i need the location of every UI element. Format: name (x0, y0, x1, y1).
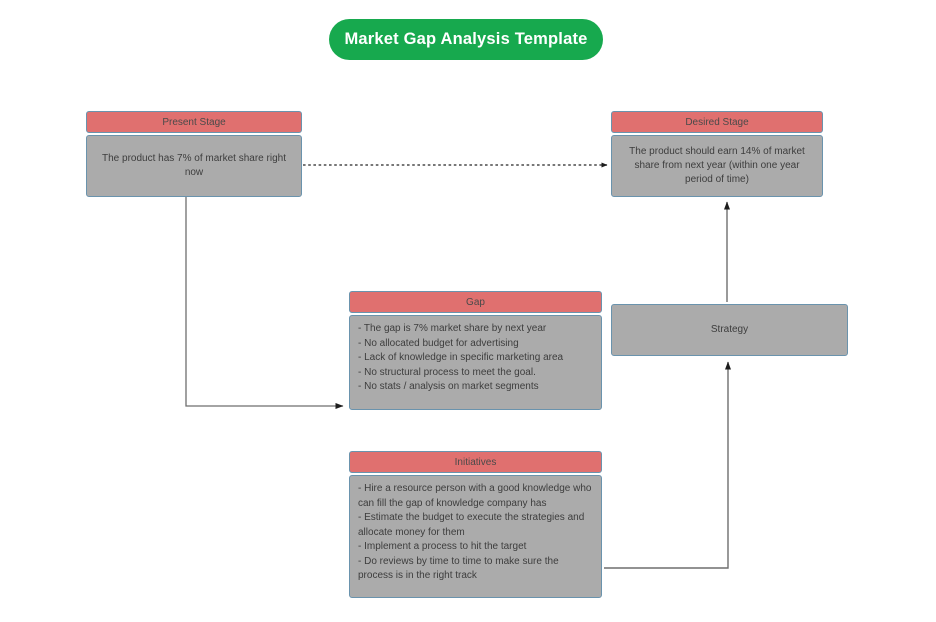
node-present-stage-body: The product has 7% of market share right… (86, 135, 302, 197)
list-item: - Estimate the budget to execute the str… (358, 512, 585, 538)
connector-initiatives-to-strategy (604, 361, 731, 569)
node-initiatives-body: - Hire a resource person with a good kno… (349, 475, 602, 598)
node-initiatives-list: - Hire a resource person with a good kno… (358, 482, 593, 584)
node-desired-stage[interactable]: Desired Stage The product should earn 14… (611, 111, 823, 197)
node-gap-list: - The gap is 7% market share by next yea… (358, 322, 593, 395)
node-gap-title: Gap (466, 296, 485, 308)
node-strategy-label: Strategy (710, 324, 749, 335)
node-desired-stage-header: Desired Stage (611, 111, 823, 133)
node-initiatives-header: Initiatives (349, 451, 602, 473)
node-strategy[interactable]: Strategy (611, 304, 848, 356)
list-item: - The gap is 7% market share by next yea… (358, 323, 547, 334)
list-item: - No stats / analysis on market segments (358, 381, 539, 392)
node-gap[interactable]: Gap - The gap is 7% market share by next… (349, 291, 602, 410)
node-gap-body: - The gap is 7% market share by next yea… (349, 315, 602, 410)
node-desired-stage-title: Desired Stage (685, 116, 749, 128)
list-item: - Lack of knowledge in specific marketin… (358, 352, 564, 363)
list-item: - Hire a resource person with a good kno… (358, 483, 592, 509)
list-item: - No allocated budget for advertising (358, 337, 519, 349)
list-item: - Implement a process to hit the target (358, 541, 527, 552)
node-gap-header: Gap (349, 291, 602, 313)
node-present-stage[interactable]: Present Stage The product has 7% of mark… (86, 111, 302, 197)
node-strategy-body: Strategy (611, 304, 848, 356)
page-title: Market Gap Analysis Template (329, 19, 603, 60)
connector-present-to-gap (185, 197, 344, 409)
node-desired-stage-text: The product should earn 14% of market sh… (629, 146, 805, 185)
list-item: - Do reviews by time to time to make sur… (358, 555, 559, 582)
node-desired-stage-body: The product should earn 14% of market sh… (611, 135, 823, 197)
node-initiatives[interactable]: Initiatives - Hire a resource person wit… (349, 451, 602, 598)
page-title-text: Market Gap Analysis Template (344, 30, 588, 48)
list-item: - No structural process to meet the goal… (358, 366, 536, 378)
node-present-stage-text: The product has 7% of market share right… (102, 153, 286, 178)
node-present-stage-title: Present Stage (162, 116, 226, 128)
node-present-stage-header: Present Stage (86, 111, 302, 133)
node-initiatives-title: Initiatives (454, 456, 497, 468)
